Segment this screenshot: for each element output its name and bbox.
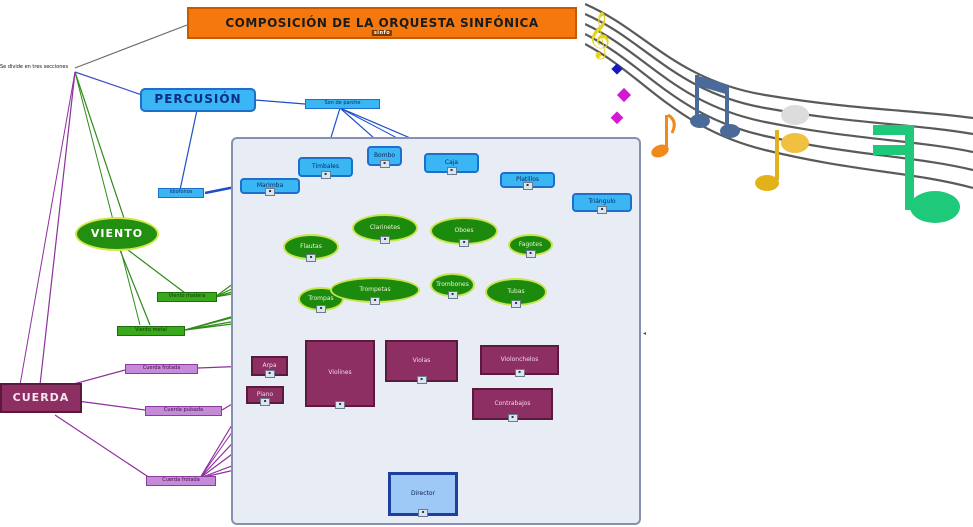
svg-text:𝄞: 𝄞: [587, 12, 611, 60]
node-violines-label: Violines: [328, 369, 352, 377]
expand-icon[interactable]: ▪: [418, 509, 428, 517]
node-trombones[interactable]: Trombones ▪: [430, 273, 475, 299]
panel-resize-handle[interactable]: ◂: [643, 330, 647, 337]
cuerda-bottom-connector-label: Cuerda frotada: [162, 477, 200, 484]
node-platillos[interactable]: Platillos▪: [500, 172, 555, 190]
expand-icon[interactable]: ▪: [507, 414, 518, 422]
expand-icon[interactable]: ▪: [380, 236, 390, 244]
node-bombo[interactable]: Bombo▪: [367, 146, 402, 168]
percusion-connector-top[interactable]: Son de parche: [305, 99, 380, 109]
expand-icon[interactable]: ▪: [446, 167, 457, 175]
intro-label: Se divide en tres secciones: [0, 64, 69, 70]
title-tag: sinfo: [371, 30, 393, 36]
expand-icon[interactable]: ▪: [316, 305, 326, 313]
node-violas-label: Violas: [412, 356, 431, 364]
node-director-label: Director: [410, 489, 436, 497]
node-trompetas-label: Trompetas: [359, 285, 391, 293]
node-tubas[interactable]: Tubas ▪: [485, 278, 547, 308]
node-arpa-label: Arpa: [262, 361, 277, 369]
node-piano-label: Piano: [256, 390, 274, 398]
section-percusion[interactable]: PERCUSIÓN: [140, 88, 256, 112]
expand-icon[interactable]: ▪: [306, 254, 316, 262]
node-arpa[interactable]: Arpa▪: [251, 356, 288, 378]
node-bombo-label: Bombo: [373, 151, 396, 159]
expand-icon[interactable]: ▪: [522, 182, 533, 190]
expand-icon[interactable]: ▪: [459, 239, 469, 247]
viento-madera-connector-label: Viento madera: [168, 293, 206, 300]
expand-icon[interactable]: ▪: [320, 171, 331, 179]
cuerda-pulsada-connector[interactable]: Cuerda pulsada: [145, 406, 222, 416]
node-trompas[interactable]: Trompas ▪: [298, 287, 344, 313]
percusion-connector-left[interactable]: Idiófonos: [158, 188, 204, 198]
node-flautas-label: Flautas: [300, 242, 322, 250]
cuerda-frotada-connector-label: Cuerda frotada: [142, 365, 181, 372]
section-cuerda-label: CUERDA: [12, 390, 70, 404]
expand-icon[interactable]: ▪: [260, 398, 270, 406]
node-clarinetes-label: Clarinetes: [369, 223, 401, 231]
node-trompetas[interactable]: Trompetas ▪: [330, 277, 420, 305]
cuerda-frotada-connector[interactable]: Cuerda frotada: [125, 364, 198, 374]
expand-icon[interactable]: ▪: [597, 206, 607, 214]
viento-metal-connector[interactable]: Viento metal: [117, 326, 185, 336]
node-triangulo[interactable]: Triángulo▪: [572, 193, 632, 214]
expand-icon[interactable]: ▪: [416, 376, 427, 384]
node-violines[interactable]: Violines ▪: [305, 340, 375, 409]
expand-icon[interactable]: ▪: [265, 188, 275, 196]
node-marimba[interactable]: Marimba▪: [240, 178, 300, 196]
node-trompas-label: Trompas: [308, 294, 334, 302]
node-timbales-label: Timbales: [312, 162, 339, 170]
viento-madera-connector[interactable]: Viento madera: [157, 292, 217, 302]
node-oboes-label: Oboes: [454, 226, 474, 234]
node-caja-label: Caja: [444, 158, 459, 166]
node-marimba-label: Marimba: [256, 181, 284, 189]
node-violonchelos[interactable]: Violonchelos ▪: [480, 345, 559, 377]
node-violas[interactable]: Violas ▪: [385, 340, 458, 384]
expand-icon[interactable]: ▪: [525, 250, 536, 258]
cuerda-bottom-connector[interactable]: Cuerda frotada: [146, 476, 216, 486]
node-contrabajos-label: Contrabajos: [494, 399, 531, 407]
title-text: COMPOSICIÓN DE LA ORQUESTA SINFÓNICA: [225, 16, 539, 30]
node-timbales[interactable]: Timbales▪: [298, 157, 353, 179]
music-note-icon: [610, 63, 960, 223]
node-contrabajos[interactable]: Contrabajos ▪: [472, 388, 553, 422]
expand-icon[interactable]: ▪: [379, 160, 390, 168]
percusion-connector-left-label: Idiófonos: [169, 189, 193, 196]
node-director[interactable]: Director ▪: [388, 472, 458, 517]
node-clarinetes[interactable]: Clarinetes ▪: [352, 214, 418, 244]
node-triangulo-label: Triángulo: [588, 198, 616, 206]
percusion-connector-top-label: Son de parche: [324, 100, 361, 107]
node-caja[interactable]: Caja▪: [424, 153, 479, 175]
node-fagotes-label: Fagotes: [518, 240, 543, 248]
expand-icon[interactable]: ▪: [370, 297, 380, 305]
expand-icon[interactable]: ▪: [511, 300, 521, 308]
expand-icon[interactable]: ▪: [264, 370, 275, 378]
node-flautas[interactable]: Flautas ▪: [283, 234, 339, 262]
expand-icon[interactable]: ▪: [335, 401, 345, 409]
section-percusion-label: PERCUSIÓN: [154, 92, 242, 107]
expand-icon[interactable]: ▪: [514, 369, 525, 377]
node-platillos-label: Platillos: [515, 175, 540, 183]
node-tubas-label: Tubas: [507, 287, 525, 295]
node-oboes[interactable]: Oboes ▪: [430, 217, 498, 247]
section-viento-label: VIENTO: [90, 226, 144, 240]
viento-metal-connector-label: Viento metal: [135, 327, 167, 334]
music-staff-icon: 𝄞: [585, 2, 973, 190]
section-cuerda[interactable]: CUERDA: [0, 383, 82, 413]
node-trombones-label: Trombones: [436, 280, 469, 288]
diagram-title[interactable]: COMPOSICIÓN DE LA ORQUESTA SINFÓNICA sin…: [187, 7, 577, 39]
expand-icon[interactable]: ▪: [447, 291, 458, 299]
node-fagotes[interactable]: Fagotes ▪: [508, 234, 553, 258]
node-violonchelos-label: Violonchelos: [500, 355, 539, 363]
section-viento[interactable]: VIENTO: [75, 217, 159, 251]
cuerda-pulsada-connector-label: Cuerda pulsada: [163, 407, 204, 414]
node-piano[interactable]: Piano▪: [246, 386, 284, 406]
